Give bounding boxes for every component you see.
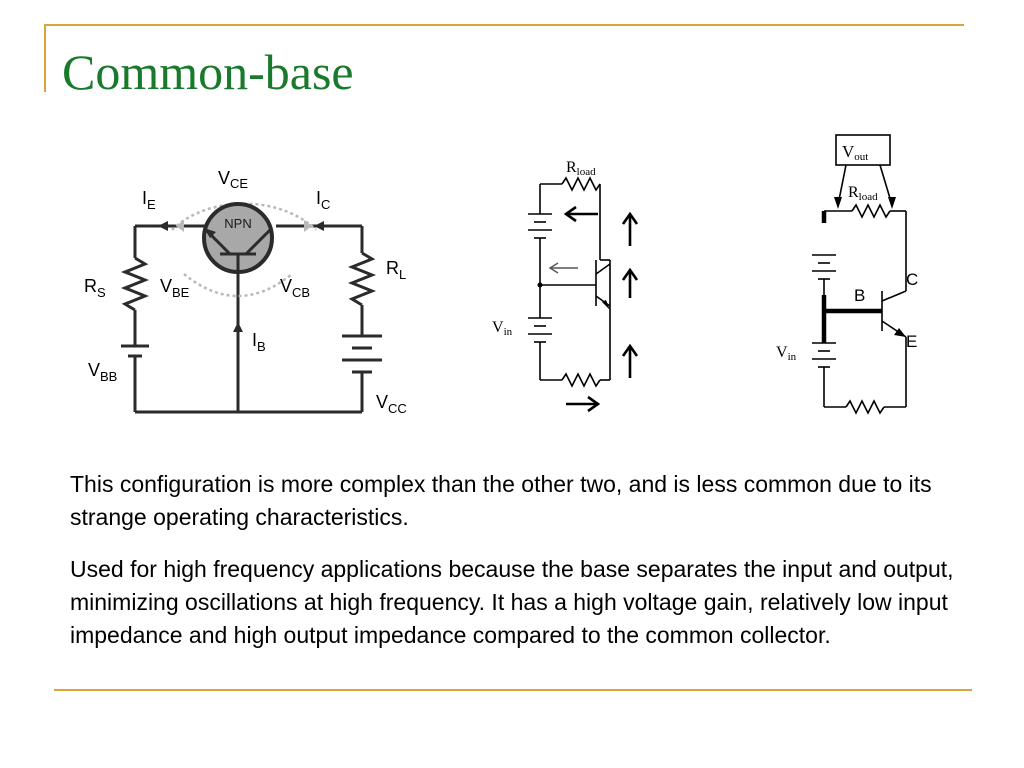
circuit-diagram-3: Vout Rload C B E Vin [776, 134, 918, 415]
emitter-label: E [906, 332, 917, 351]
circuit-diagram-1: NPN VCE IE IC RS VBE VCB RL IB VBB VCC [84, 168, 407, 416]
frame-bottom-line [54, 689, 972, 691]
npn-label: NPN [224, 216, 251, 231]
i-e-label: IE [142, 188, 156, 212]
collector-label: C [906, 270, 918, 289]
i-b-label: IB [252, 330, 266, 354]
v-cc-label: VCC [376, 392, 407, 416]
r-l-label: RL [386, 258, 406, 282]
v-in-label: Vin [492, 319, 513, 338]
r-load-label: Rload [566, 159, 596, 178]
frame-left-line [44, 24, 46, 92]
paragraph-2: Used for high frequency applications bec… [70, 556, 954, 648]
base-label: B [854, 286, 865, 305]
v-in-label: Vin [776, 344, 797, 363]
v-be-label: VBE [160, 276, 190, 300]
slide-title: Common-base [62, 44, 354, 100]
v-bb-label: VBB [88, 360, 117, 384]
circuit-diagram-2: Rload Vin [492, 159, 639, 413]
r-load-label: Rload [848, 184, 878, 203]
v-out-label: Vout [842, 142, 868, 163]
i-c-label: IC [316, 188, 330, 212]
frame-top-line [44, 24, 964, 26]
v-ce-label: VCE [218, 168, 248, 191]
v-cb-label: VCB [280, 276, 310, 300]
body-text: This configuration is more complex than … [70, 468, 990, 671]
r-s-label: RS [84, 276, 106, 300]
paragraph-1: This configuration is more complex than … [70, 471, 932, 530]
